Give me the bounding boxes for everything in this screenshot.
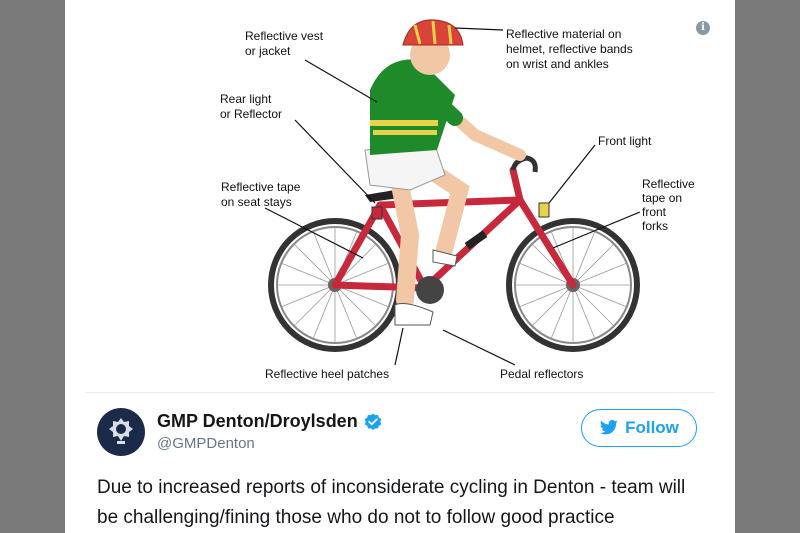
label-helmet-line3: on wrist and ankles [506, 57, 609, 71]
bicycle-safety-illustration: Reflective vest or jacket Reflective mat… [153, 0, 695, 392]
label-front-light: Front light [598, 134, 652, 148]
tweet-text: Due to increased reports of inconsiderat… [97, 477, 686, 528]
label-vest-line2: or jacket [245, 44, 291, 58]
label-fork-line3: front [642, 205, 667, 219]
display-name-row: GMP Denton/Droylsden [157, 411, 382, 432]
verified-badge-icon [364, 413, 382, 430]
handle[interactable]: @GMPDenton [157, 435, 255, 452]
twitter-bird-icon [599, 420, 618, 435]
divider [85, 392, 715, 393]
label-helmet-line2: helmet, reflective bands [506, 42, 633, 56]
label-helmet-line1: Reflective material on [506, 27, 621, 41]
label-rear-line1: Rear light [220, 92, 272, 106]
police-crest-icon [109, 418, 133, 444]
display-name[interactable]: GMP Denton/Droylsden [157, 411, 358, 431]
label-fork-line4: forks [642, 219, 668, 233]
follow-button[interactable]: Follow [581, 409, 697, 447]
author-profile[interactable]: GMP Denton/Droylsden @GMPDenton [97, 408, 382, 456]
label-heel: Reflective heel patches [265, 367, 389, 381]
label-fork-line2: tape on [642, 191, 682, 205]
label-rear-line2: or Reflector [220, 107, 282, 121]
label-vest-line1: Reflective vest [245, 29, 324, 43]
follow-label: Follow [625, 418, 679, 437]
avatar[interactable] [97, 408, 145, 456]
info-icon[interactable]: i [696, 21, 710, 35]
label-seat-line1: Reflective tape [221, 180, 301, 194]
tweet-card: Reflective vest or jacket Reflective mat… [65, 0, 735, 533]
label-fork-line1: Reflective [642, 177, 695, 191]
author-names: GMP Denton/Droylsden @GMPDenton [157, 411, 382, 452]
label-pedal: Pedal reflectors [500, 367, 583, 381]
label-seat-line2: on seat stays [221, 195, 292, 209]
